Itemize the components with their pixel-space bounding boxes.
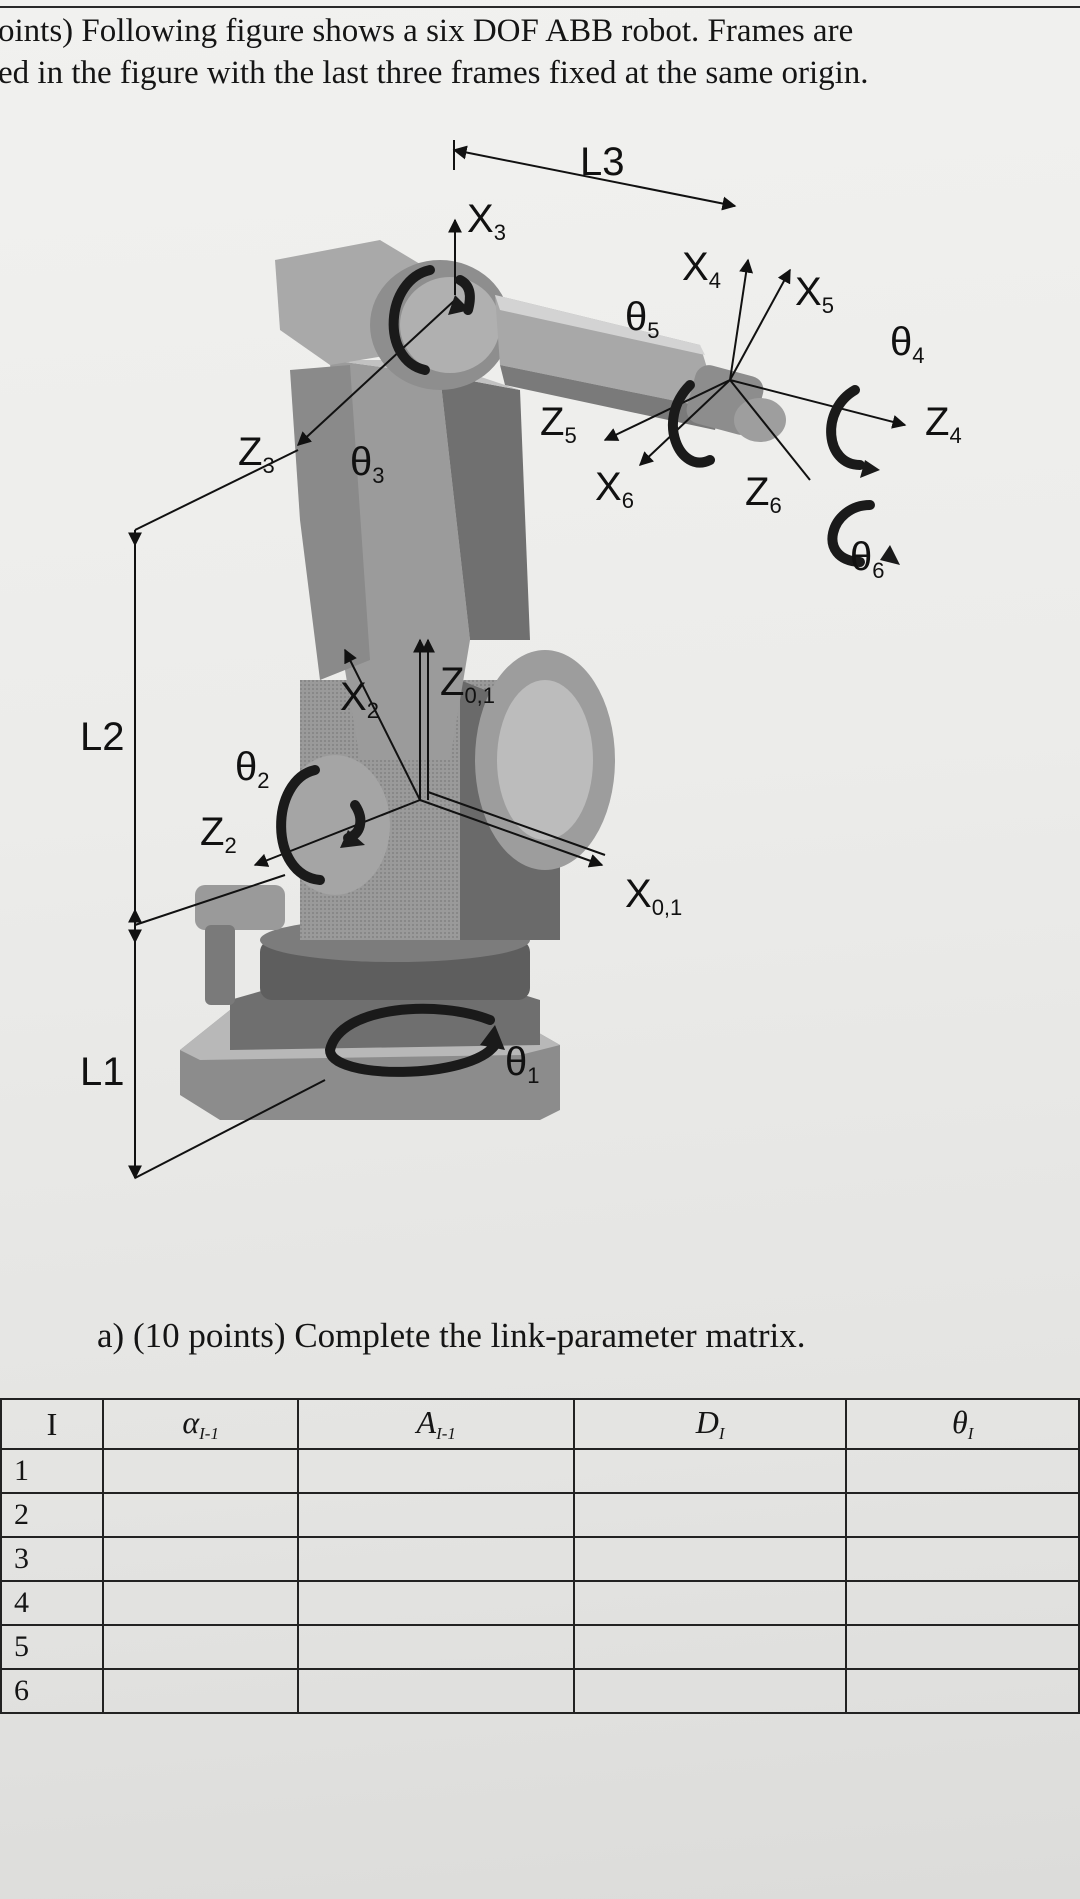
question-a: a) (10 points) Complete the link-paramet… xyxy=(97,1316,806,1355)
label-z4: Z4 xyxy=(925,400,962,448)
cell-alpha[interactable] xyxy=(101,1624,300,1670)
robot-body xyxy=(180,240,786,1120)
table-row: 3 xyxy=(0,1536,1080,1582)
label-theta2: θ2 xyxy=(235,745,270,793)
label-z01: Z0,1 xyxy=(440,660,495,708)
cell-a[interactable] xyxy=(297,1668,575,1714)
rotation-arrow-heads xyxy=(340,295,900,1050)
cell-a[interactable] xyxy=(297,1624,575,1670)
label-l1: L1 xyxy=(80,1050,125,1094)
row-index: 3 xyxy=(0,1536,104,1582)
row-index: 4 xyxy=(0,1580,104,1626)
figure-labels: L3 X3 X4 X5 θ5 θ4 Z4 Z5 X6 Z6 θ6 Z3 θ3 X… xyxy=(80,140,962,1094)
cell-theta[interactable] xyxy=(845,1492,1080,1538)
problem-intro: oints) Following figure shows a six DOF … xyxy=(0,10,869,94)
header-theta: θI xyxy=(845,1398,1080,1450)
label-theta6: θ6 xyxy=(850,535,885,583)
cell-alpha[interactable] xyxy=(101,1536,300,1582)
label-l2: L2 xyxy=(80,715,125,759)
cell-alpha[interactable] xyxy=(101,1668,300,1714)
page-top-rule xyxy=(0,6,1080,8)
label-z3: Z3 xyxy=(238,430,275,478)
label-z5: Z5 xyxy=(540,400,577,448)
cell-d[interactable] xyxy=(572,1580,848,1626)
row-index: 6 xyxy=(0,1668,104,1714)
table-row: 5 xyxy=(0,1624,1080,1670)
robot-figure: L3 X3 X4 X5 θ5 θ4 Z4 Z5 X6 Z6 θ6 Z3 θ3 X… xyxy=(80,140,962,1180)
cell-d[interactable] xyxy=(572,1492,848,1538)
table-row: 4 xyxy=(0,1580,1080,1626)
label-x5: X5 xyxy=(795,270,834,318)
label-theta3: θ3 xyxy=(350,440,385,488)
row-index: 1 xyxy=(0,1448,104,1494)
cell-d[interactable] xyxy=(572,1668,848,1714)
intro-line-1: oints) Following figure shows a six DOF … xyxy=(0,13,854,49)
cell-theta[interactable] xyxy=(845,1624,1080,1670)
rotation-arrows xyxy=(276,265,875,1077)
label-x4: X4 xyxy=(682,245,721,293)
cell-a[interactable] xyxy=(297,1492,575,1538)
header-a: AI-1 xyxy=(297,1398,575,1450)
cell-a[interactable] xyxy=(297,1536,575,1582)
cell-alpha[interactable] xyxy=(101,1580,300,1626)
label-l3: L3 xyxy=(580,140,625,184)
label-z6: Z6 xyxy=(745,470,782,518)
link-parameter-table: I αI-1 AI-1 DI θI 1 2 3 4 5 6 xyxy=(0,1398,1080,1714)
cell-theta[interactable] xyxy=(845,1668,1080,1714)
cell-a[interactable] xyxy=(297,1448,575,1494)
row-index: 2 xyxy=(0,1492,104,1538)
cell-theta[interactable] xyxy=(845,1448,1080,1494)
table-row: 1 xyxy=(0,1448,1080,1494)
table-row: 2 xyxy=(0,1492,1080,1538)
cell-d[interactable] xyxy=(572,1448,848,1494)
cell-d[interactable] xyxy=(572,1536,848,1582)
intro-line-2: ed in the figure with the last three fra… xyxy=(0,55,869,91)
cell-theta[interactable] xyxy=(845,1536,1080,1582)
table-row: 6 xyxy=(0,1668,1080,1714)
label-x2: X2 xyxy=(340,675,379,723)
table-header-row: I αI-1 AI-1 DI θI xyxy=(0,1398,1080,1450)
label-theta5: θ5 xyxy=(625,295,660,343)
cell-a[interactable] xyxy=(297,1580,575,1626)
cell-theta[interactable] xyxy=(845,1580,1080,1626)
cell-alpha[interactable] xyxy=(101,1492,300,1538)
cell-alpha[interactable] xyxy=(101,1448,300,1494)
label-theta1: θ1 xyxy=(505,1040,540,1088)
label-x6: X6 xyxy=(595,465,634,513)
cell-d[interactable] xyxy=(572,1624,848,1670)
label-x01: X0,1 xyxy=(625,872,682,920)
label-theta4: θ4 xyxy=(890,320,925,368)
header-index: I xyxy=(0,1398,104,1450)
label-x3: X3 xyxy=(467,197,506,245)
row-index: 5 xyxy=(0,1624,104,1670)
axis-lines xyxy=(128,140,907,1180)
header-alpha: αI-1 xyxy=(101,1398,300,1450)
label-z2: Z2 xyxy=(200,810,237,858)
header-d: DI xyxy=(572,1398,848,1450)
